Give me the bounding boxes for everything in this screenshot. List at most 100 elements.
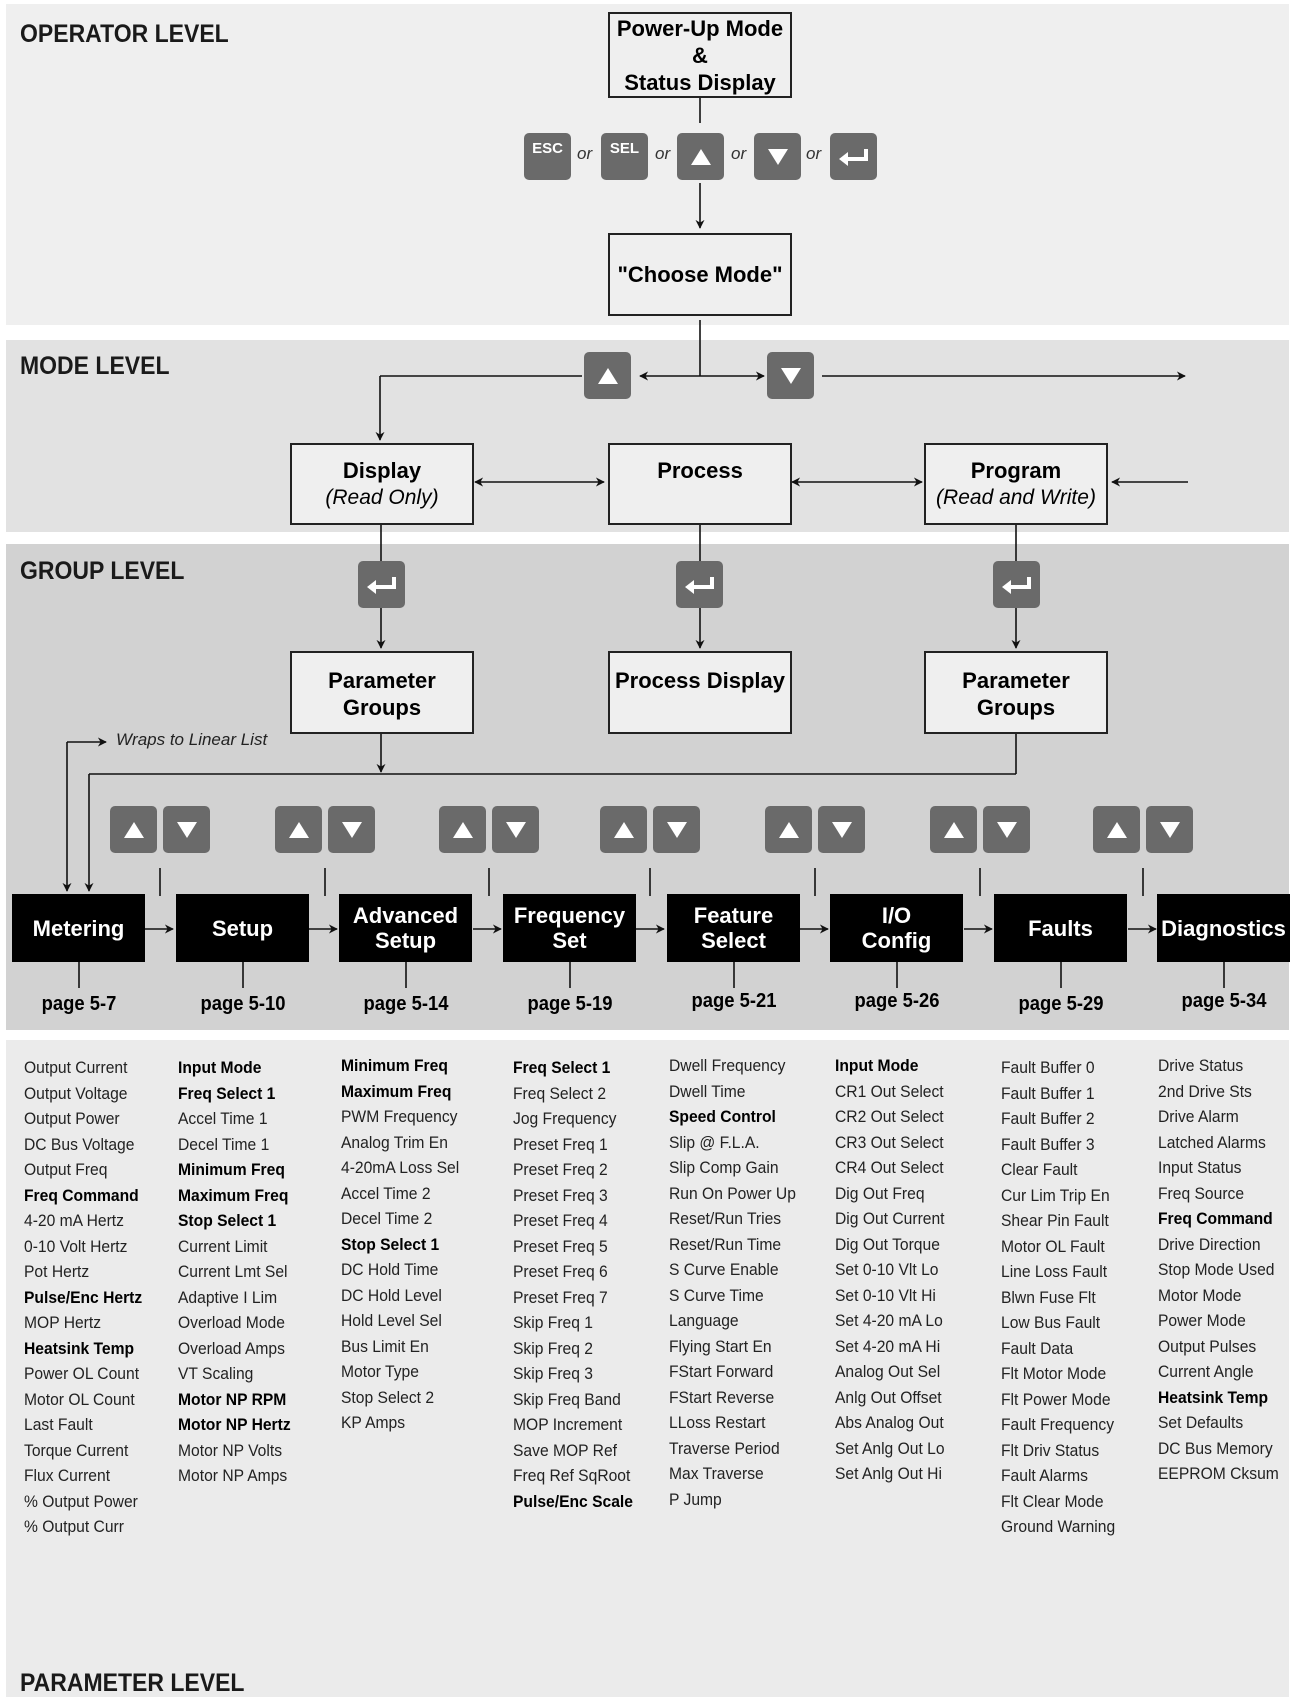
display-mode-title: Display [342,458,422,483]
display-mode-box: Display (Read Only) [290,443,474,525]
parameter-item: Motor OL Count [24,1389,135,1409]
parameter-item: Set Defaults [1158,1413,1244,1432]
parameter-item: Decel Time 2 [341,1209,433,1228]
display-enter-key[interactable] [358,561,405,608]
program-parameter-groups-box: Parameter Groups [924,651,1108,734]
parameter-item: Preset Freq 1 [513,1134,608,1154]
parameter-item: % Output Power [24,1491,138,1511]
group-up-arrow-key[interactable] [930,806,977,853]
group-down-arrow-key[interactable] [983,806,1030,853]
down-arrow-key[interactable] [754,133,801,180]
parameter-item: Drive Direction [1158,1234,1261,1254]
parameter-item: Freq Command [24,1185,139,1205]
group-up-arrow-key[interactable] [765,806,812,853]
group-up-arrow-key[interactable] [600,806,647,853]
parameter-item: Max Traverse [669,1464,764,1483]
parameter-item: Stop Select 1 [178,1211,277,1230]
parameter-item: Overload Mode [178,1313,285,1332]
group-down-arrow-key[interactable] [653,806,700,853]
parameter-item: Motor NP RPM [178,1389,287,1409]
enter-key[interactable] [830,133,877,180]
parameter-item: DC Bus Voltage [24,1134,135,1154]
parameter-item: DC Hold Time [341,1260,439,1279]
group-down-arrow-key[interactable] [1146,806,1193,853]
process-mode-title: Process [657,458,743,483]
parameter-item: Analog Out Sel [835,1362,941,1381]
parameter-item: S Curve Enable [669,1260,779,1279]
mode-down-arrow-key[interactable] [767,352,814,399]
group-label-line1: Diagnostics [1161,915,1286,941]
parameter-item: Input Mode [178,1058,262,1077]
parameter-item: Skip Freq 3 [513,1364,593,1383]
power-up-status-display-box: Power-Up Mode & Status Display [608,12,792,98]
group-down-arrow-key[interactable] [492,806,539,853]
up-arrow-icon [288,821,309,838]
process-mode-box: Process [608,443,792,525]
parameter-item: Set 0-10 Vlt Lo [835,1260,939,1279]
group-up-arrow-key[interactable] [1093,806,1140,853]
parameter-item: MOP Increment [513,1415,623,1434]
process-enter-key[interactable] [676,561,723,608]
parameter-item: Output Freq [24,1160,108,1179]
parameter-item: Fault Buffer 0 [1001,1058,1095,1077]
display-mode-subtitle: (Read Only) [325,486,439,509]
parameter-item: Pulse/Enc Scale [513,1491,633,1511]
group-faults[interactable]: Faults [994,894,1127,962]
parameter-item: P Jump [669,1489,722,1509]
group-down-arrow-key[interactable] [328,806,375,853]
page-ref-frequency-set: page 5-19 [527,993,613,1015]
program-enter-key[interactable] [993,561,1040,608]
up-arrow-icon [123,821,144,838]
group-up-arrow-key[interactable] [439,806,486,853]
parameter-item: Ground Warning [1001,1517,1116,1536]
up-arrow-icon [778,821,799,838]
enter-icon [1001,576,1031,594]
group-up-arrow-key[interactable] [275,806,322,853]
parameter-item: Stop Select 1 [341,1234,440,1254]
parameter-item: Fault Alarms [1001,1466,1088,1485]
page-ref-feature-select: page 5-21 [691,990,777,1012]
down-arrow-icon [1159,821,1180,838]
group-down-arrow-key[interactable] [818,806,865,853]
mode-level-title: MODE LEVEL [20,352,170,380]
parameter-item: Jog Frequency [513,1109,617,1128]
parameter-item: Drive Alarm [1158,1107,1239,1126]
esc-key[interactable]: ESC [524,133,571,180]
parameter-item: Preset Freq 7 [513,1287,608,1307]
mode-up-arrow-key[interactable] [584,352,631,399]
page-ref-metering: page 5-7 [41,993,117,1015]
sel-key[interactable]: SEL [601,133,648,180]
down-arrow-icon [767,148,788,165]
parameter-item: Minimum Freq [341,1056,448,1075]
group-diagnostics[interactable]: Diagnostics [1157,894,1290,962]
group-up-arrow-key[interactable] [110,806,157,853]
or-label-2: or [655,144,671,163]
parameter-item: Abs Analog Out [835,1413,944,1432]
up-arrow-icon [943,821,964,838]
parameter-item: Reset/Run Time [669,1234,782,1254]
parameter-item: Stop Select 2 [341,1387,435,1407]
parameter-item: Dig Out Torque [835,1234,940,1254]
up-arrow-key[interactable] [677,133,724,180]
parameter-item: Output Current [24,1058,128,1077]
parameter-item: Hold Level Sel [341,1311,442,1330]
down-arrow-icon [505,821,526,838]
group-label-line2: Config [861,928,932,953]
program-mode-subtitle: (Read and Write) [936,486,1096,509]
sel-key-label: SEL [609,140,640,157]
group-setup[interactable]: Setup [176,894,309,962]
parameter-item: Slip Comp Gain [669,1158,779,1177]
group-down-arrow-key[interactable] [163,806,210,853]
parameter-item: Motor OL Fault [1001,1236,1105,1256]
parameter-item: Motor NP Hertz [178,1415,291,1434]
parameter-item: Anlg Out Offset [835,1387,942,1407]
parameter-item: Low Bus Fault [1001,1313,1101,1332]
group-metering[interactable]: Metering [12,894,145,962]
parameter-item: Dig Out Current [835,1209,945,1228]
parameter-item: Pulse/Enc Hertz [24,1287,143,1307]
